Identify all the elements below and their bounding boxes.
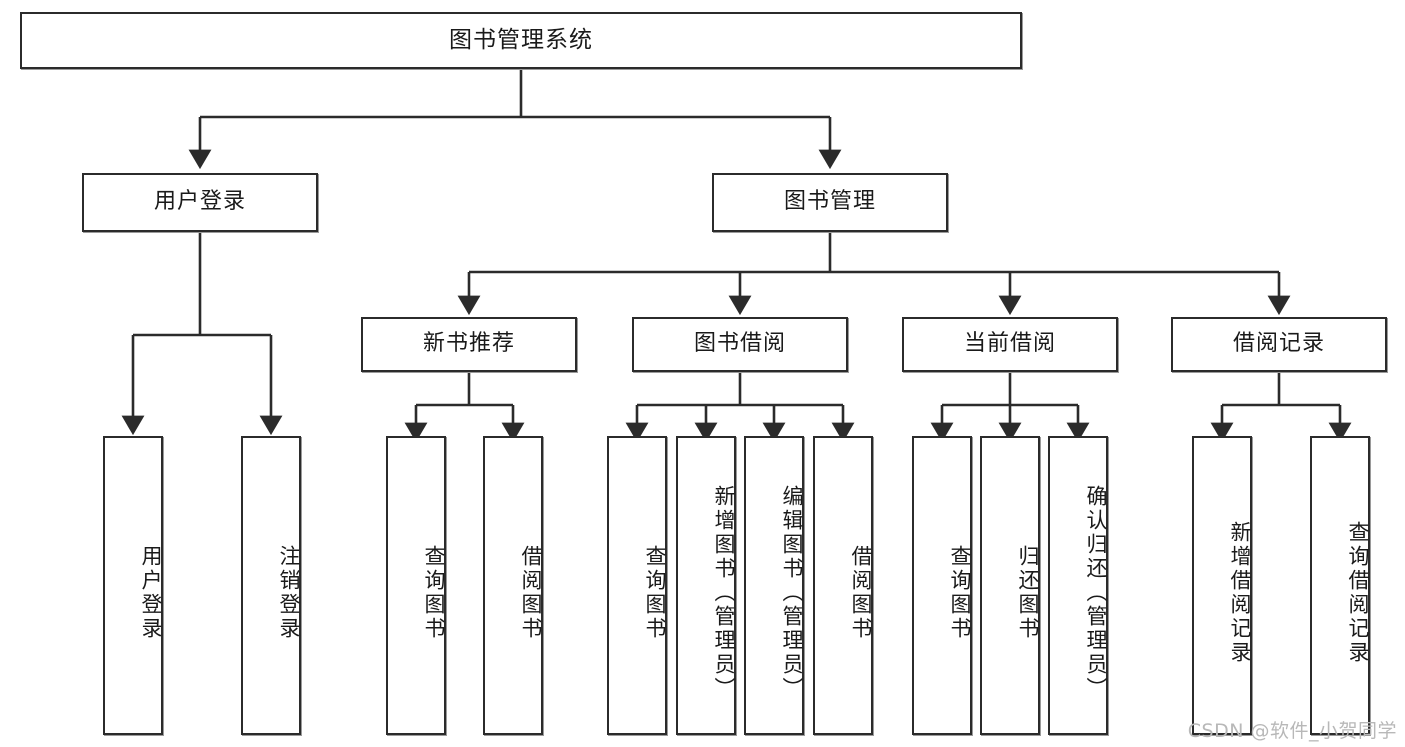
leaf-borrow-book-2-label: 借阅图书 [849, 544, 873, 641]
leaf-add-book[interactable]: 新增图书（管理员） [676, 436, 736, 735]
node-user-login[interactable]: 用户登录 [82, 173, 318, 232]
node-book-borrow-label: 图书借阅 [693, 331, 786, 357]
leaf-add-record-label: 新增借阅记录 [1228, 520, 1252, 665]
leaf-edit-book-label: 编辑图书（管理员） [780, 484, 804, 701]
leaf-add-book-label: 新增图书（管理员） [712, 484, 736, 701]
leaf-borrow-book-2[interactable]: 借阅图书 [813, 436, 873, 735]
node-book-borrow[interactable]: 图书借阅 [632, 317, 848, 372]
leaf-query-book-3[interactable]: 查询图书 [912, 436, 972, 735]
leaf-query-book-2[interactable]: 查询图书 [607, 436, 667, 735]
leaf-user-logout-label: 注销登录 [277, 544, 301, 641]
node-current-borrow-label: 当前借阅 [963, 331, 1056, 357]
node-root[interactable]: 图书管理系统 [20, 12, 1022, 69]
leaf-user-login-label: 用户登录 [139, 544, 163, 641]
leaf-return-book[interactable]: 归还图书 [980, 436, 1040, 735]
node-book-manage-label: 图书管理 [783, 189, 876, 215]
leaf-confirm-return[interactable]: 确认归还（管理员） [1048, 436, 1108, 735]
leaf-query-book-3-label: 查询图书 [948, 544, 972, 641]
csdn-watermark: CSDN @软件_小贺同学 [1187, 720, 1397, 742]
leaf-borrow-book-1-label: 借阅图书 [519, 544, 543, 641]
leaf-borrow-book-1[interactable]: 借阅图书 [483, 436, 543, 735]
leaf-add-record[interactable]: 新增借阅记录 [1192, 436, 1252, 735]
node-new-book-recommend[interactable]: 新书推荐 [361, 317, 577, 372]
leaf-query-book-2-label: 查询图书 [643, 544, 667, 641]
leaf-confirm-return-label: 确认归还（管理员） [1084, 484, 1108, 701]
leaf-user-login[interactable]: 用户登录 [103, 436, 163, 735]
node-user-login-label: 用户登录 [153, 189, 246, 215]
node-root-label: 图书管理系统 [449, 26, 593, 53]
node-borrow-record[interactable]: 借阅记录 [1171, 317, 1387, 372]
leaf-user-logout[interactable]: 注销登录 [241, 436, 301, 735]
node-book-manage[interactable]: 图书管理 [712, 173, 948, 232]
leaf-return-book-label: 归还图书 [1016, 544, 1040, 641]
node-current-borrow[interactable]: 当前借阅 [902, 317, 1118, 372]
node-new-book-recommend-label: 新书推荐 [422, 331, 515, 357]
leaf-query-book-1[interactable]: 查询图书 [386, 436, 446, 735]
leaf-query-book-1-label: 查询图书 [422, 544, 446, 641]
leaf-edit-book[interactable]: 编辑图书（管理员） [744, 436, 804, 735]
leaf-query-record[interactable]: 查询借阅记录 [1310, 436, 1370, 735]
leaf-query-record-label: 查询借阅记录 [1346, 520, 1370, 665]
node-borrow-record-label: 借阅记录 [1232, 331, 1325, 357]
